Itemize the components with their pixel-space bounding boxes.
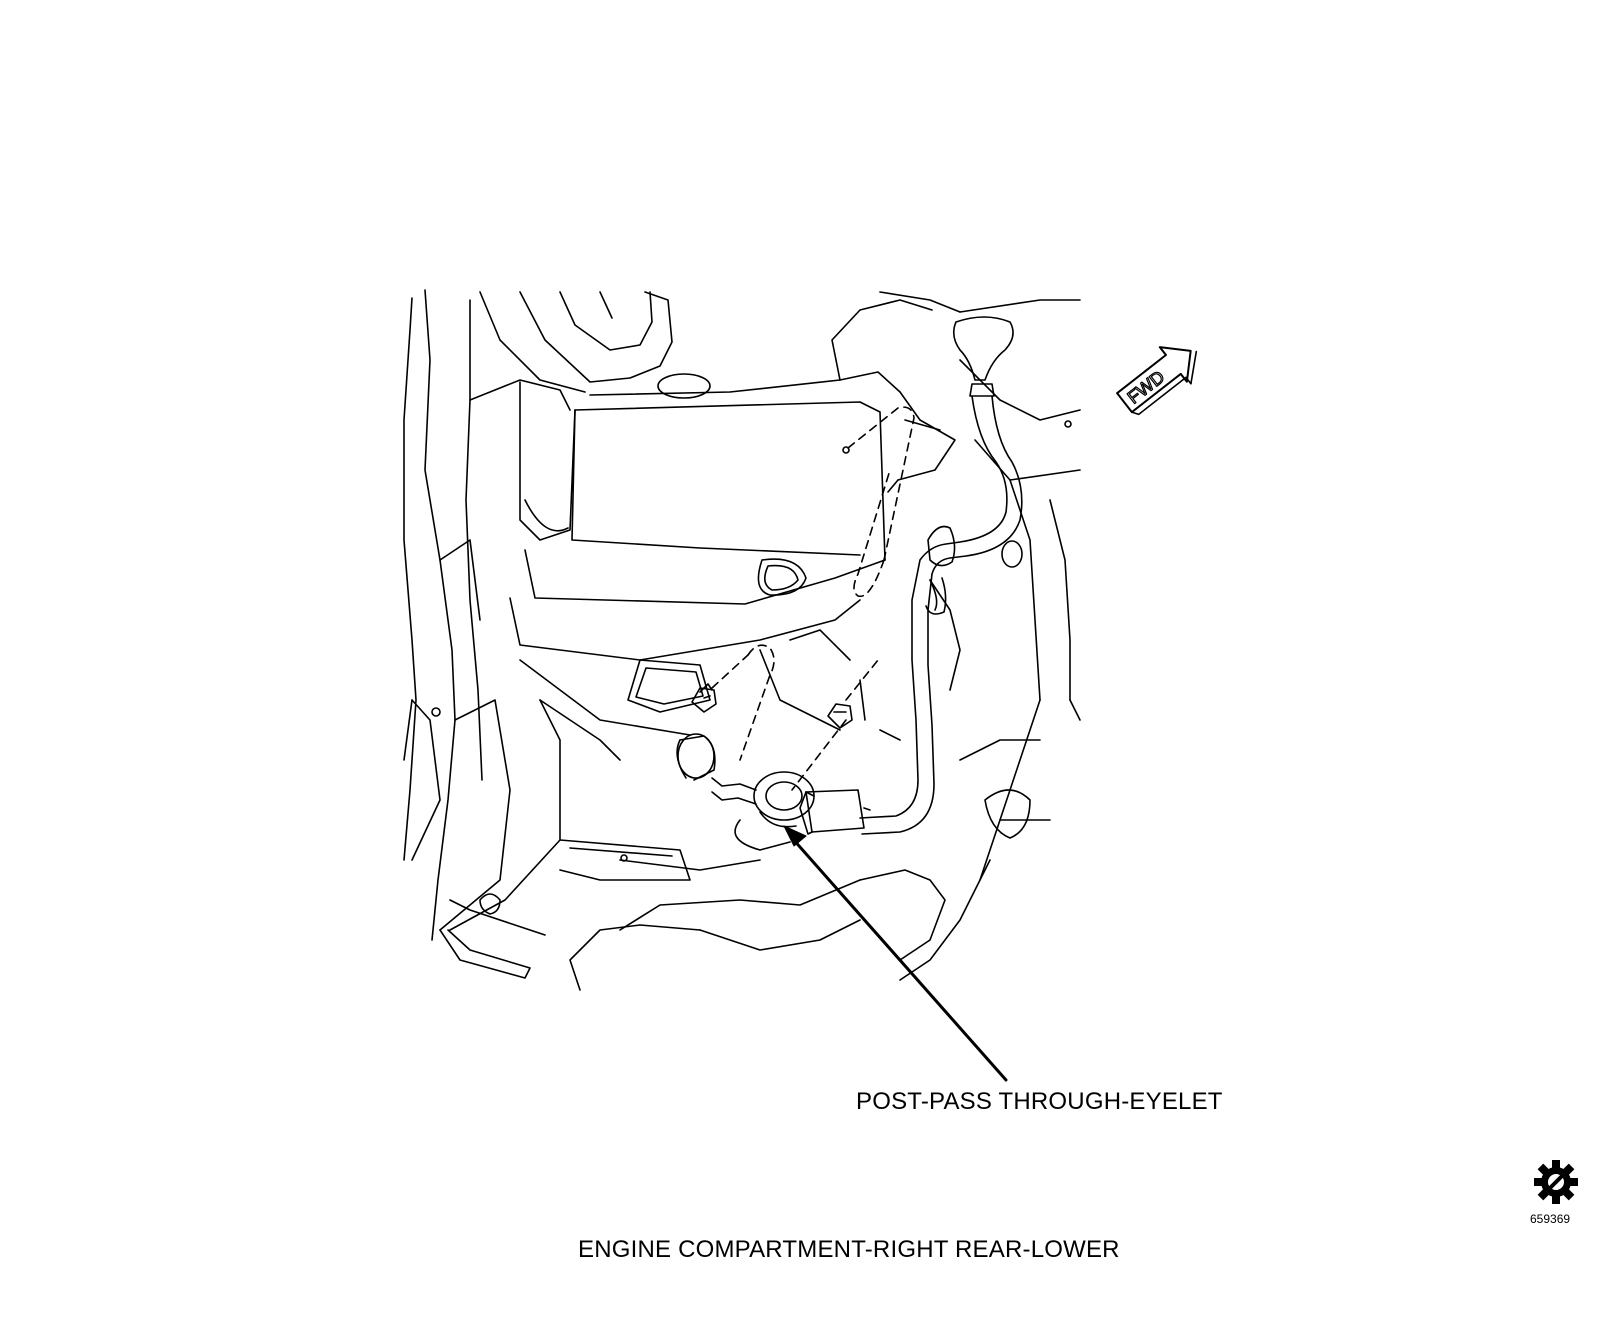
fwd-direction-arrow-icon: FWD — [1116, 346, 1198, 416]
installation-guide-lines — [711, 406, 915, 791]
body-structure — [403, 289, 1081, 991]
gear-circle-slash-icon — [1534, 1160, 1578, 1204]
callout-label: POST-PASS THROUGH-EYELET — [856, 1088, 1223, 1115]
cable-harness — [676, 316, 1023, 851]
figure-caption: ENGINE COMPARTMENT-RIGHT REAR-LOWER — [578, 1236, 1120, 1263]
fasteners — [691, 683, 853, 729]
callout-leader — [783, 825, 1008, 1082]
figure-number: 659369 — [1530, 1212, 1571, 1226]
